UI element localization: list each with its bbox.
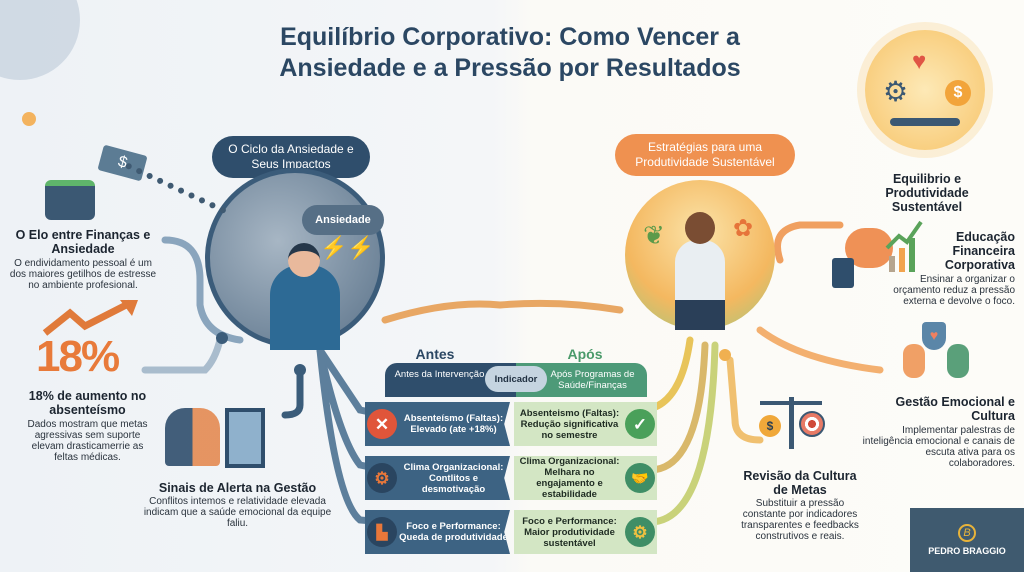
scale-target-icon: $	[755, 393, 830, 453]
conversation-icon: ♥	[895, 322, 975, 382]
balance-sun-icon: ♥ ⚙ $	[865, 30, 985, 150]
dollar-coin-icon: $	[759, 415, 781, 437]
person-left	[903, 344, 925, 378]
title-line-2: Ansiedade e a Pressão por Resultados	[279, 54, 741, 82]
education-block: Educação Financeira Corporativa Ensinar …	[870, 230, 1015, 307]
comparison-row: ⚙Clima Organizacional: Contlitos e desmo…	[365, 456, 657, 500]
decorative-dot	[22, 112, 36, 126]
rising-arrow-icon	[42, 299, 138, 336]
declining-chart-icon: ▙	[367, 517, 397, 547]
logo-mark-icon: B	[958, 524, 976, 542]
flower-icon: ✿	[733, 215, 754, 242]
stat-text: Dados mostram que metas agressivas sem s…	[27, 419, 148, 463]
before-cell: ▙Foco e Performance: Queda de produtivid…	[365, 510, 510, 554]
gear-icon: ⚙	[883, 76, 909, 107]
emotional-text: Implementar palestras de inteligência em…	[862, 425, 1015, 469]
before-text: Foco e Performance: Queda de produtivida…	[399, 521, 508, 543]
lightning-icon: ⚡⚡	[320, 235, 375, 260]
wallet-icon	[45, 180, 95, 220]
emotional-block: Gestão Emocional e Cultura Implementar p…	[860, 395, 1015, 469]
emotional-heading: Gestão Emocional e Cultura	[895, 395, 1015, 423]
comparison-rows: ✕ Absenteísmo (Faltas): Elevado (ate +18%…	[365, 402, 657, 554]
before-cell: ⚙Clima Organizacional: Contlitos e desmo…	[365, 456, 510, 500]
target-icon	[799, 411, 825, 437]
scale-pole	[789, 397, 794, 449]
finance-anxiety-block: O Elo entre Finanças e Ansiedade O endiv…	[8, 228, 158, 291]
x-icon: ✕	[367, 409, 397, 439]
after-text: Clima Organizacional: Melhara no engajam…	[519, 456, 620, 500]
education-heading: Educação Financeira Corporativa	[944, 230, 1015, 272]
stressed-person-icon	[270, 265, 340, 350]
stat-value: 18%	[36, 332, 120, 381]
arguing-people-icon	[165, 408, 220, 466]
shield-heart-icon: ♥	[922, 322, 946, 350]
strategies-pill: Estratégias para uma Produtividade Suste…	[615, 134, 795, 176]
plant-icon: ❦	[643, 220, 665, 250]
balance-heading: Equilibrio e Produtividade Sustentável	[885, 172, 969, 214]
person-right	[947, 344, 969, 378]
after-text: Absenteismo (Faltas): Redução significat…	[519, 407, 620, 441]
after-cell: Foco e Performance: Maior produtividade …	[514, 510, 657, 554]
alert-block: Sinais de Alerta na Gestão Conflitos int…	[140, 481, 335, 529]
calculator-icon	[832, 258, 854, 288]
sustainable-worker-illustration: ❦ ✿	[625, 180, 775, 330]
brand-logo: B PEDRO BRAGGIO	[910, 508, 1024, 572]
scale-beam	[760, 401, 822, 405]
title-line-1: Equilíbrio Corporativo: Como Vencer a	[280, 23, 740, 51]
comparison-row: ✕ Absenteísmo (Faltas): Elevado (ate +18%…	[365, 402, 657, 446]
finance-anxiety-heading: O Elo entre Finanças e Ansiedade	[15, 228, 151, 256]
goals-block: Revisão da Cultura de Metas Substituir a…	[735, 469, 865, 542]
gears-icon: ⚙	[367, 463, 397, 493]
alert-heading: Sinais de Alerta na Gestão	[158, 481, 317, 495]
before-text: Absenteísmo (Faltas): Elevado (ate +18%)	[403, 413, 504, 435]
comparison-row: ▙Foco e Performance: Queda de produtivid…	[365, 510, 657, 554]
heart-icon: ♥	[912, 48, 927, 75]
stat-heading: 18% de aumento no absenteísmo	[28, 389, 147, 417]
logo-name: PEDRO BRAGGIO	[928, 546, 1006, 556]
balance-block: Equilibrio e Produtividade Sustentável	[872, 172, 982, 214]
person-head	[685, 212, 715, 244]
coin-icon: $	[945, 80, 971, 106]
scale-base	[890, 118, 960, 126]
page-title: Equilíbrio Corporativo: Como Vencer a An…	[200, 22, 820, 84]
alert-text: Conflitos intemos e relatividade elevada…	[143, 496, 332, 529]
after-cell: Clima Organizacional: Melhara no engajam…	[514, 456, 657, 500]
storm-cloud-icon: Ansiedade	[302, 205, 384, 235]
handshake-icon: 🤝	[625, 463, 655, 493]
exit-door-icon	[225, 408, 265, 468]
after-cell: Absenteismo (Faltas): Redução significat…	[514, 402, 657, 446]
before-label: Antes	[415, 346, 455, 362]
growth-chart-icon	[885, 220, 923, 272]
goals-text: Substituir a pressão constante por indic…	[741, 498, 859, 542]
stat-block: 18% de aumento no absenteísmo Dados most…	[20, 389, 155, 463]
after-label: Após	[567, 346, 603, 362]
header-indicator: Indicador	[485, 366, 547, 392]
check-icon: ✓	[625, 409, 655, 439]
person-head	[288, 243, 320, 277]
before-cell: ✕ Absenteísmo (Faltas): Elevado (ate +18%…	[365, 402, 510, 446]
finance-anxiety-text: O endividamento pessoal é um dos maiores…	[9, 258, 157, 291]
after-text: Foco e Performance: Maior produtividade …	[522, 515, 617, 549]
goals-heading: Revisão da Cultura de Metas	[743, 469, 857, 497]
anxiety-illustration: Ansiedade ⚡⚡	[205, 168, 385, 350]
calm-person-icon	[675, 240, 725, 330]
education-text: Ensinar a organizar o orçamento reduz a …	[893, 274, 1015, 307]
before-text: Clima Organizacional: Contlitos e desmot…	[403, 461, 504, 495]
growth-gear-icon: ⚙	[625, 517, 655, 547]
